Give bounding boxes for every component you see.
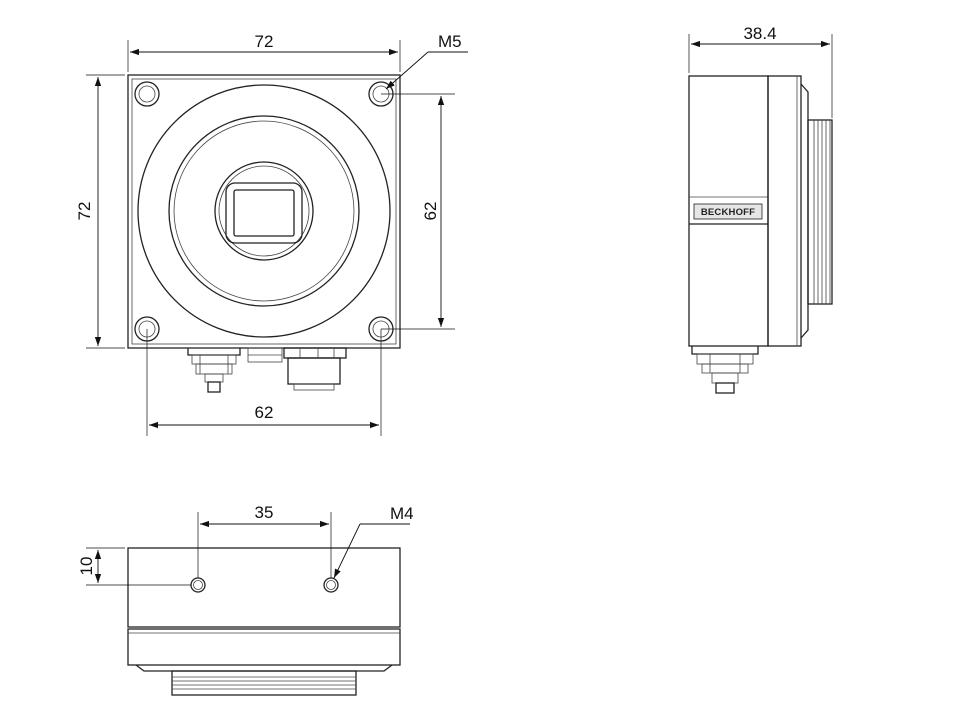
brand-logo: BECKHOFF bbox=[693, 203, 763, 220]
lens-mount bbox=[137, 84, 391, 338]
dimension-hole-spacing-horizontal: 62 bbox=[146, 329, 382, 436]
hole-spacing-vertical-label: 62 bbox=[421, 202, 440, 221]
thread-m5-label: M5 bbox=[438, 32, 462, 51]
thread-callout-m5: M5 bbox=[385, 32, 468, 90]
width-label: 72 bbox=[255, 32, 274, 51]
image-sensor bbox=[225, 182, 303, 244]
front-housing-inner bbox=[131, 78, 397, 345]
front-view: 72 72 62 62 M5 bbox=[75, 32, 468, 436]
connector-rj45 bbox=[247, 347, 347, 391]
mounting-hole-top-left bbox=[134, 81, 160, 107]
dimension-m4-spacing: 35 bbox=[197, 503, 332, 578]
thread-callout-m4: M4 bbox=[333, 504, 414, 579]
side-view: BECKHOFF 38.4 bbox=[688, 24, 833, 394]
dimension-edge-offset: 10 bbox=[77, 547, 191, 586]
connector-round-left bbox=[187, 348, 241, 393]
bottom-view: 35 10 M4 bbox=[77, 503, 414, 696]
thread-m4-label: M4 bbox=[390, 504, 414, 523]
edge-offset-label: 10 bbox=[77, 557, 96, 576]
brand-label: BECKHOFF bbox=[701, 207, 755, 218]
m4-spacing-label: 35 bbox=[255, 503, 274, 522]
m4-hole-left bbox=[190, 577, 206, 593]
dimension-width: 72 bbox=[127, 32, 401, 72]
m4-hole-right bbox=[323, 577, 339, 593]
lens-thread-bottom bbox=[171, 670, 357, 696]
connector-side bbox=[691, 346, 759, 394]
height-label: 72 bbox=[75, 202, 94, 221]
bottom-housing bbox=[127, 547, 401, 628]
bottom-front-ring bbox=[127, 628, 401, 666]
depth-label: 38.4 bbox=[743, 24, 776, 43]
side-housing-front-ring bbox=[767, 75, 802, 347]
dimension-height: 72 bbox=[75, 74, 125, 349]
lens-thread-side bbox=[807, 119, 833, 305]
hole-spacing-horizontal-label: 62 bbox=[255, 403, 274, 422]
dimension-hole-spacing-vertical: 62 bbox=[381, 93, 455, 330]
dimension-depth: 38.4 bbox=[688, 24, 833, 118]
